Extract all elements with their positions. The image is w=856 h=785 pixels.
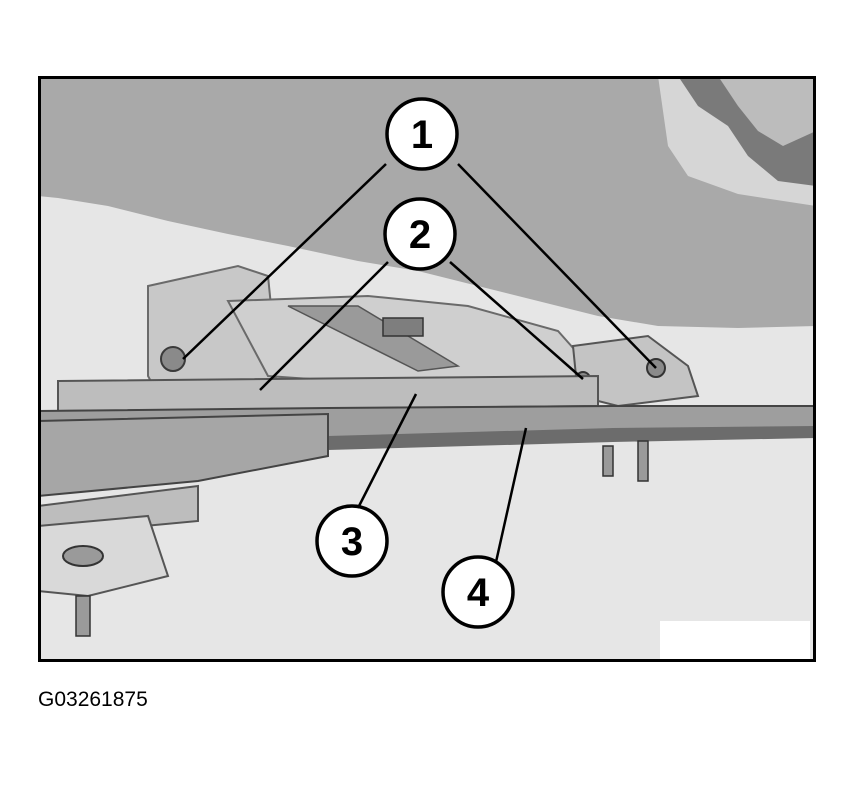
callout-4: 4	[441, 555, 515, 629]
seat-lever	[718, 76, 816, 146]
floor-stud-left	[75, 595, 91, 637]
left-bolt	[160, 346, 186, 372]
callout-3: 3	[315, 504, 389, 578]
adjuster-link	[287, 305, 461, 372]
figure-border	[38, 76, 816, 662]
figure-id-label: G03261875	[38, 688, 148, 711]
leader-3	[356, 393, 418, 509]
leader-1-right	[457, 163, 657, 369]
light-patch	[660, 621, 810, 661]
callout-1-label: 1	[411, 113, 433, 157]
callout-3-label: 3	[341, 520, 363, 564]
floor-bolt-left	[62, 545, 104, 567]
lower-rail-shadow	[328, 426, 816, 450]
rail-left-segment	[38, 412, 329, 498]
seat-rail-illustration: 1 2 3 4	[38, 76, 816, 662]
leader-1-left	[182, 163, 387, 360]
floor-stud-right-1	[602, 445, 614, 477]
leader-2-right	[449, 261, 584, 380]
floor-stud-right-2	[637, 440, 649, 482]
callout-2-label: 2	[409, 213, 431, 257]
leader-lines	[182, 163, 657, 563]
leader-2-left	[259, 261, 389, 391]
callout-1: 1	[385, 97, 459, 171]
adjuster-gear	[382, 317, 424, 337]
leader-4	[494, 427, 528, 563]
callout-2: 2	[383, 197, 457, 271]
callout-4-label: 4	[467, 571, 490, 615]
